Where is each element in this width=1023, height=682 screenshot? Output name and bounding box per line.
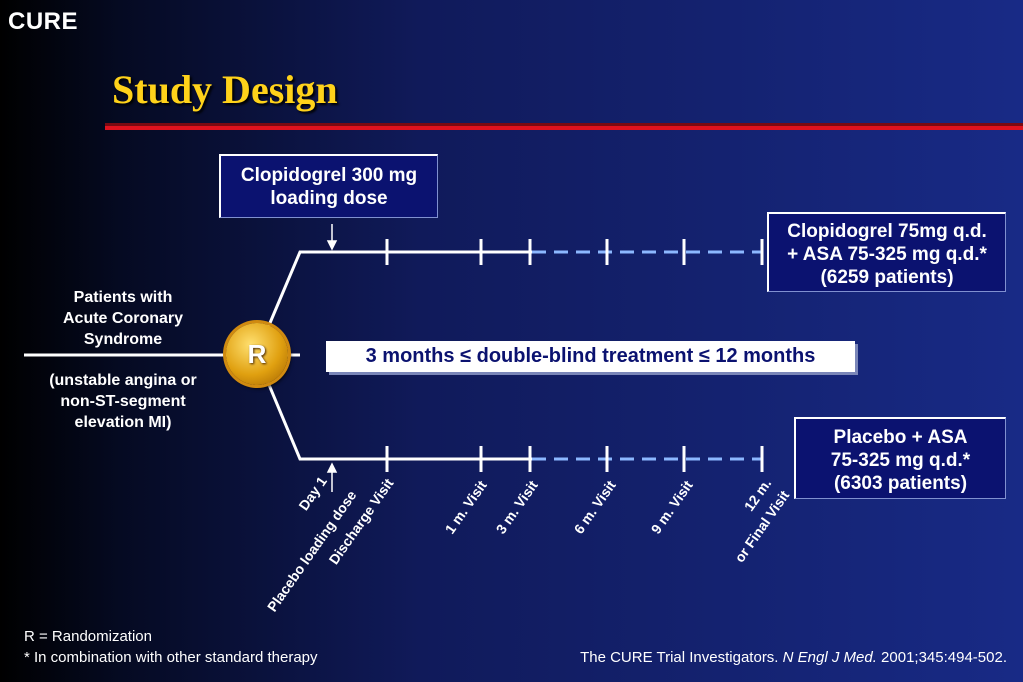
placebo-arrow-head <box>326 462 338 473</box>
loading-dose-line2: loading dose <box>270 188 388 209</box>
patients-label: Patients with Acute Coronary Syndrome <box>28 287 218 350</box>
title-rule <box>105 126 1023 130</box>
placebo-arm-line3: (6303 patients) <box>833 473 968 494</box>
upper-branch-line <box>265 250 532 331</box>
citation-authors: The CURE Trial Investigators. <box>580 649 779 666</box>
asterisk-footnote: * In combination with other standard the… <box>24 649 318 666</box>
loading-dose-box: Clopidogrel 300 mg loading dose <box>219 154 438 218</box>
placebo-arm-line2: 75-325 mg q.d.* <box>830 450 971 471</box>
clopidogrel-arm-line1: Clopidogrel 75mg q.d. <box>787 221 987 242</box>
randomization-footnote: R = Randomization <box>24 628 152 645</box>
patients-line1: Patients with <box>73 289 173 306</box>
patients-line2: Acute Coronary <box>62 310 184 327</box>
duration-banner: 3 months ≤ double-blind treatment ≤ 12 m… <box>326 341 855 372</box>
patients-line4: (unstable angina or <box>49 372 197 389</box>
loading-dose-line1: Clopidogrel 300 mg <box>240 165 418 186</box>
patients-line6: elevation MI) <box>74 414 172 431</box>
brand-label: CURE <box>8 8 79 35</box>
loading-arrow-head <box>326 240 338 251</box>
patients-line5: non-ST-segment <box>60 393 186 410</box>
patients-condition-label: (unstable angina or non-ST-segment eleva… <box>28 370 218 433</box>
patients-line3: Syndrome <box>83 331 163 348</box>
citation-ref: 2001;345:494-502. <box>881 649 1007 666</box>
clopidogrel-arm-box: Clopidogrel 75mg q.d. + ASA 75-325 mg q.… <box>767 212 1006 292</box>
citation-journal: N Engl J Med. <box>782 649 877 666</box>
placebo-arm-line1: Placebo + ASA <box>833 427 968 448</box>
citation: The CURE Trial Investigators. N Engl J M… <box>580 649 1007 666</box>
title-rule-dark <box>105 123 1023 126</box>
lower-branch-line <box>265 379 532 461</box>
page-title: Study Design <box>112 67 338 112</box>
placebo-arm-box: Placebo + ASA 75-325 mg q.d.* (6303 pati… <box>794 417 1006 499</box>
clopidogrel-arm-line3: (6259 patients) <box>820 267 954 288</box>
clopidogrel-arm-line2: + ASA 75-325 mg q.d.* <box>787 244 987 265</box>
randomization-badge: R <box>226 323 288 385</box>
